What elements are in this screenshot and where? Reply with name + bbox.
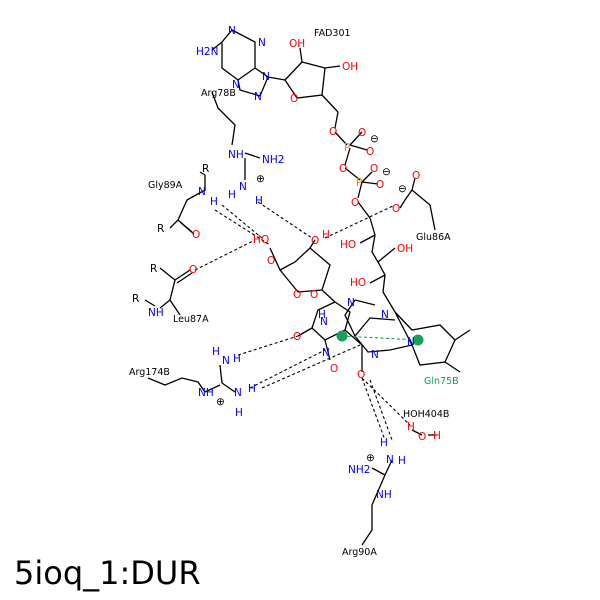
atom-nh2: NH2 xyxy=(348,464,370,476)
charge-minus: ⊖ xyxy=(398,183,407,195)
atom-p: P xyxy=(344,142,350,154)
residue-label-hoh404: HOH404B xyxy=(403,409,449,420)
atom-n: N xyxy=(386,454,394,466)
atom-oh: OH xyxy=(397,243,413,255)
atom-o: O xyxy=(329,126,337,138)
residue-label-arg174: Arg174B xyxy=(129,367,170,378)
atom-h: H xyxy=(212,346,220,358)
atom-r: R xyxy=(157,223,164,235)
atom-o: O xyxy=(357,369,365,381)
residue-labels: FAD301 Arg78B Gly89A Glu86A Leu87A Arg17… xyxy=(129,28,459,558)
charge-plus: ⊕ xyxy=(366,452,375,464)
atom-nh: NH xyxy=(148,307,164,319)
atom-o: O xyxy=(358,127,366,139)
atom-nh: NH xyxy=(376,489,392,501)
atom-h: H xyxy=(255,195,263,207)
atom-h: H xyxy=(398,455,406,467)
atom-h: H xyxy=(407,421,415,433)
atom-oh: HO xyxy=(350,277,366,289)
atom-oh: HO xyxy=(340,239,356,251)
atom-n: N xyxy=(381,309,389,321)
atom-o: O xyxy=(392,203,400,215)
hydrogen-bonds xyxy=(194,201,411,441)
page-title: 5ioq_1:DUR xyxy=(14,554,201,592)
atom-h: H xyxy=(380,437,388,449)
atom-oh: OH xyxy=(289,38,305,50)
atom-n: N xyxy=(347,297,355,309)
atom-h: H xyxy=(322,229,330,241)
atom-o: O xyxy=(330,363,338,375)
atom-o: O xyxy=(293,289,301,301)
atom-o: O xyxy=(267,255,275,267)
atom-h: H xyxy=(253,234,261,246)
atom-nh: NH xyxy=(228,149,244,161)
atom-h: H xyxy=(433,430,441,442)
atom-oh: OH xyxy=(342,61,358,73)
atom-h: H xyxy=(228,189,236,201)
atom-n: N xyxy=(320,316,328,328)
atom-n: N xyxy=(371,349,379,361)
residue-label-gly89: Gly89A xyxy=(148,180,183,191)
atom-n: N xyxy=(407,336,415,348)
atom-labels: N N H2N N N N OH OH O O P O O ⊖ O P O O … xyxy=(132,25,441,501)
atom-o: O xyxy=(261,234,269,246)
atom-nh: NH xyxy=(198,387,214,399)
residue-label-gln75: Gln75B xyxy=(424,376,459,387)
atom-n: N xyxy=(239,181,247,193)
charge-minus: ⊖ xyxy=(382,166,391,178)
atom-o: O xyxy=(189,264,197,276)
charge-plus: ⊕ xyxy=(256,173,265,185)
charge-minus: ⊖ xyxy=(370,133,379,145)
atom-p: P xyxy=(356,177,362,189)
residue-label-arg90: Arg90A xyxy=(342,547,377,558)
atom-h: H xyxy=(210,196,218,208)
atom-n: N xyxy=(198,186,206,198)
atom-r: R xyxy=(202,163,209,175)
atom-o: O xyxy=(366,146,374,158)
atom-n: N xyxy=(258,37,266,49)
atom-n: N xyxy=(234,387,242,399)
residue-label-leu87: Leu87A xyxy=(173,314,209,325)
atom-o: O xyxy=(339,163,347,175)
atom-n: N xyxy=(232,79,240,91)
atom-o: O xyxy=(412,170,420,182)
atom-h: H xyxy=(318,309,326,321)
residue-label-fad301: FAD301 xyxy=(314,28,351,39)
pi-stacking xyxy=(336,330,424,346)
atom-o: O xyxy=(310,289,318,301)
atom-n: N xyxy=(222,355,230,367)
covalent-bonds xyxy=(144,29,471,546)
atom-o: O xyxy=(290,93,298,105)
atom-r: R xyxy=(150,263,157,275)
atom-o: O xyxy=(351,197,359,209)
atom-h: H xyxy=(248,383,256,395)
ring-centroid-marker xyxy=(412,334,424,346)
atom-nh2: H2N xyxy=(196,46,218,58)
atom-r: R xyxy=(132,293,139,305)
residue-label-glu86: Glu86A xyxy=(416,232,451,243)
atom-o: O xyxy=(418,431,426,443)
atom-h: H xyxy=(233,353,241,365)
ring-centroid-marker xyxy=(336,330,348,342)
atom-nh2: NH2 xyxy=(262,154,284,166)
atom-n: N xyxy=(228,25,236,37)
atom-h: H xyxy=(235,407,243,419)
atom-o: O xyxy=(192,229,200,241)
atom-o: O xyxy=(311,235,319,247)
atom-n: N xyxy=(322,347,330,359)
atom-n: N xyxy=(254,91,262,103)
residue-label-arg78: Arg78B xyxy=(201,88,236,99)
atom-n: N xyxy=(262,71,270,83)
atom-o: O xyxy=(293,331,301,343)
charge-plus: ⊕ xyxy=(216,396,225,408)
atom-o: O xyxy=(370,163,378,175)
atom-o: O xyxy=(376,179,384,191)
